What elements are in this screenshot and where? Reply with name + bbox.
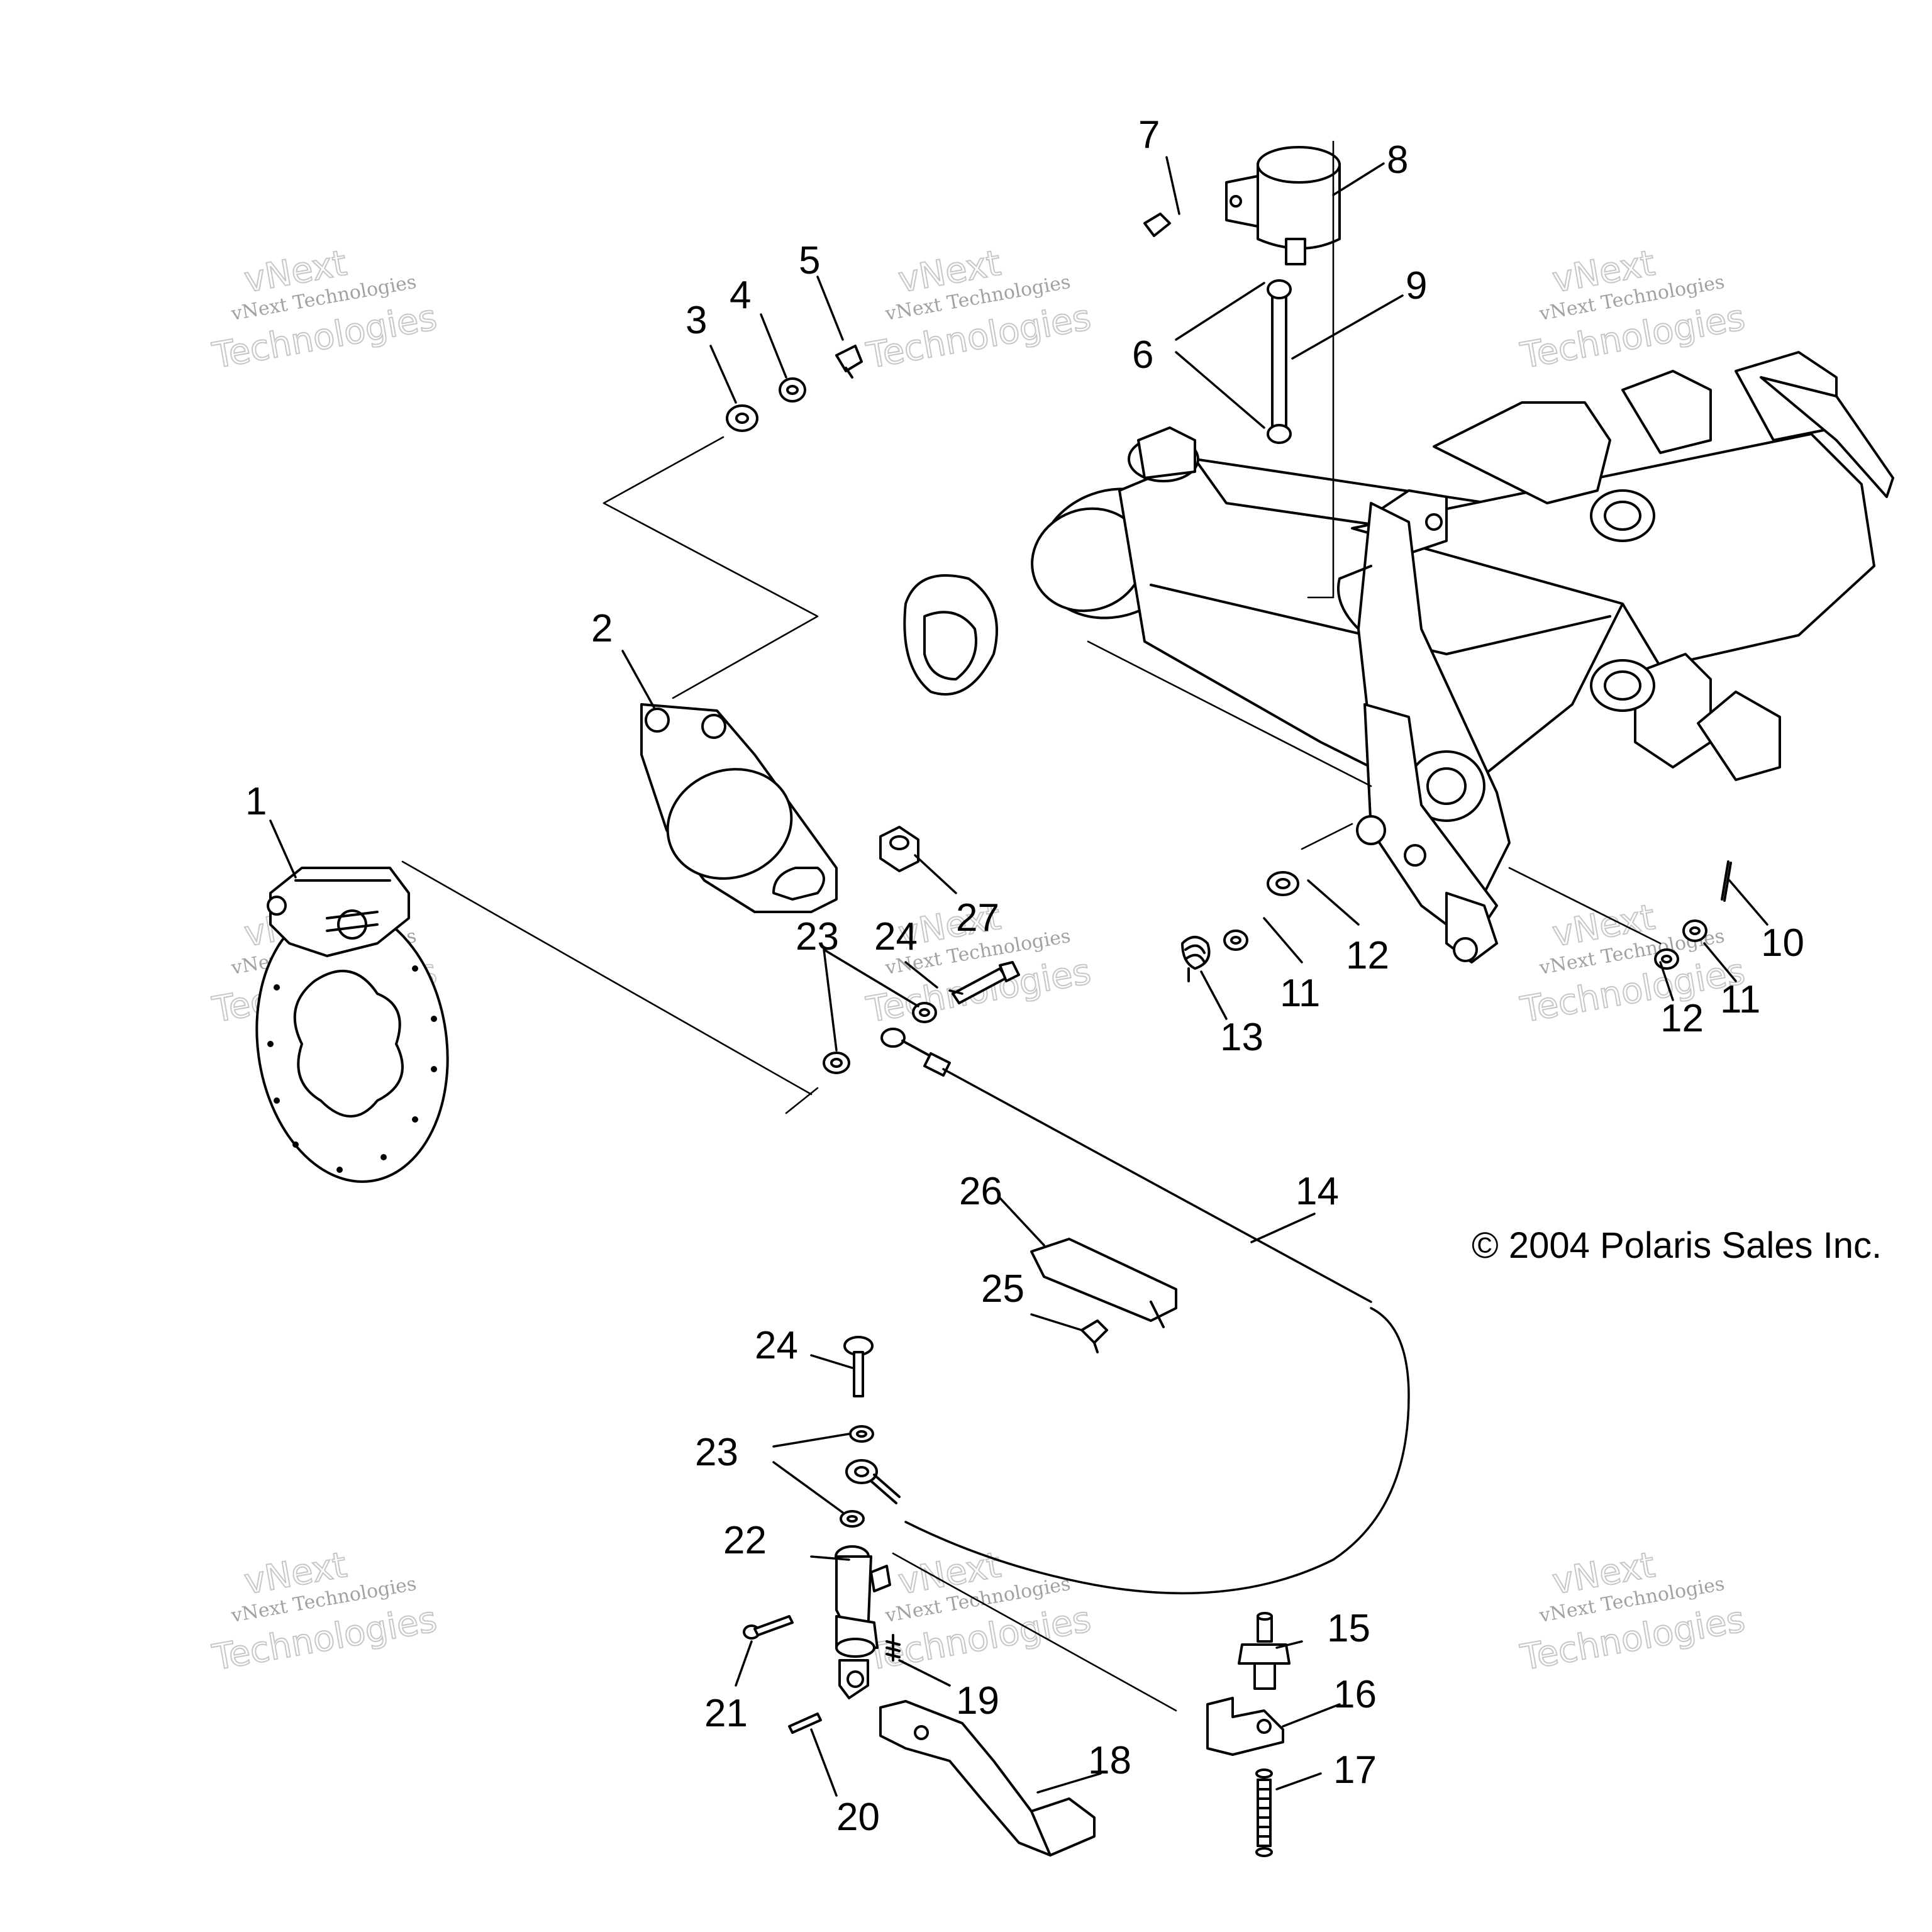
pedal-pivot-15 — [1238, 1612, 1291, 1690]
callout-27: 27 — [956, 896, 999, 940]
hardware-cotter-pin-10 — [1721, 860, 1732, 902]
callout-18: 18 — [1088, 1739, 1131, 1782]
brake-fluid-reservoir — [1225, 146, 1341, 265]
callout-22: 22 — [723, 1519, 767, 1562]
callout-20: 20 — [836, 1796, 880, 1839]
callout-9: 9 — [1406, 264, 1427, 308]
callout-13: 13 — [1220, 1016, 1263, 1059]
callout-5: 5 — [799, 239, 820, 282]
callout-25: 25 — [981, 1267, 1024, 1311]
hose-clamp-lower — [1267, 424, 1292, 444]
hardware-washer-4 — [779, 377, 806, 402]
caliper-bracket — [640, 703, 838, 913]
hardware-bolt-5 — [835, 345, 863, 379]
hardware-bolt-7 — [1143, 213, 1171, 237]
brake-disc-and-caliper — [255, 867, 449, 1183]
return-spring-17 — [1255, 1768, 1273, 1857]
watermark-bottom-right: vNext vNext Technologies Technologies — [1517, 1544, 1749, 1679]
callout-21: 21 — [704, 1692, 748, 1735]
brake-line — [880, 1028, 1410, 1595]
hose-clamp-upper — [1267, 279, 1292, 299]
hardware-bushing-12-right — [1654, 948, 1679, 970]
hardware-pin-20 — [788, 1713, 822, 1734]
hardware-bolt-24-upper — [952, 961, 1020, 1004]
leader-lines — [269, 156, 1768, 1797]
callout-17: 17 — [1333, 1748, 1377, 1792]
callout-19: 19 — [956, 1679, 999, 1723]
line-clamp-26 — [1030, 1238, 1177, 1328]
callout-23-lower: 23 — [695, 1431, 738, 1474]
watermark-bottom-center: vNext vNext Technologies Technologies — [863, 1544, 1095, 1679]
callout-24-lower: 24 — [755, 1324, 798, 1367]
callout-11-left: 11 — [1280, 972, 1320, 1015]
hardware-spring-13 — [1181, 936, 1211, 982]
callout-8: 8 — [1387, 138, 1408, 182]
hardware-washer-24-upper — [912, 1002, 937, 1023]
hardware-bolt-21 — [743, 1615, 794, 1640]
callout-14: 14 — [1296, 1170, 1339, 1213]
watermark-top-center: vNext vNext Technologies Technologies — [863, 242, 1095, 377]
callout-1: 1 — [245, 780, 267, 823]
callout-12-left: 12 — [1346, 934, 1389, 977]
hardware-washer-11-right — [1682, 919, 1707, 942]
hardware-washer-23-lower-b — [840, 1510, 865, 1528]
hardware-nut-27 — [879, 826, 919, 872]
callout-15: 15 — [1327, 1607, 1370, 1650]
watermark-bottom-left: vNext vNext Technologies Technologies — [209, 1544, 441, 1679]
hardware-bolt-25 — [1080, 1319, 1108, 1353]
hardware-bolt-24-lower — [843, 1336, 874, 1397]
callout-23-upper: 23 — [796, 915, 839, 958]
callout-26: 26 — [959, 1170, 1002, 1213]
hardware-washer-3 — [726, 404, 758, 432]
swingarm — [903, 351, 1894, 963]
banjo-fitting — [845, 1459, 901, 1504]
brake-pedal-18 — [879, 1700, 1096, 1857]
callout-3: 3 — [686, 299, 707, 342]
watermark-top-right: vNext vNext Technologies Technologies — [1517, 242, 1749, 377]
hardware-bushing-12-left — [1267, 871, 1299, 896]
hardware-washer-11-left — [1223, 930, 1248, 951]
master-cylinder-22 — [835, 1545, 891, 1699]
hardware-washer-23-lower-a — [849, 1425, 874, 1443]
callout-16: 16 — [1333, 1673, 1377, 1716]
assembly-lines — [401, 140, 1662, 1712]
callout-12-right: 12 — [1660, 997, 1704, 1040]
pedal-bracket-16 — [1206, 1697, 1284, 1756]
callout-24-upper: 24 — [874, 915, 918, 958]
callout-6: 6 — [1132, 333, 1153, 377]
copyright-text: © 2004 Polaris Sales Inc. — [1472, 1225, 1882, 1266]
hardware-washer-23-upper — [823, 1052, 850, 1074]
callout-2: 2 — [591, 607, 613, 650]
callout-10: 10 — [1761, 921, 1804, 965]
callout-4: 4 — [730, 274, 751, 317]
hardware-spring-19 — [886, 1634, 901, 1662]
callout-labels: 1 2 3 4 5 6 7 8 9 10 11 11 12 12 13 14 1… — [245, 113, 1804, 1839]
reservoir-hose — [1267, 279, 1292, 444]
callout-11-right: 11 — [1720, 978, 1760, 1021]
watermark-mid-right: vNext vNext Technologies Technologies — [1517, 896, 1749, 1031]
callout-7: 7 — [1138, 113, 1160, 157]
watermark-top-left: vNext vNext Technologies Technologies — [209, 242, 441, 377]
